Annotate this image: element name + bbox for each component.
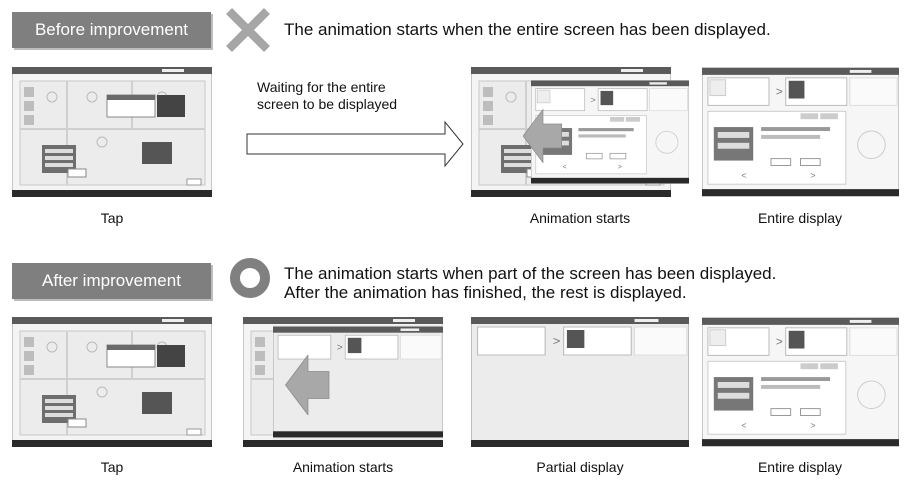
circle-icon xyxy=(229,257,271,299)
before-description: The animation starts when the entire scr… xyxy=(284,20,771,39)
after-partial-screenshot xyxy=(471,317,689,447)
waiting-note: Waiting for the entire screen to be disp… xyxy=(257,79,397,113)
after-animation-screenshot xyxy=(243,317,443,447)
before-tap-screenshot xyxy=(12,67,212,197)
waiting-note-line2: screen to be displayed xyxy=(257,96,398,112)
before-caption-entire: Entire display xyxy=(757,210,843,226)
waiting-note-line1: Waiting for the entire xyxy=(257,79,386,95)
after-improvement-badge: After improvement xyxy=(12,263,211,299)
waiting-arrow xyxy=(245,120,467,173)
after-caption-partial: Partial display xyxy=(536,459,624,475)
cross-icon xyxy=(226,8,270,52)
before-caption-animation: Animation starts xyxy=(529,210,631,226)
after-caption-tap: Tap xyxy=(100,459,124,475)
before-animation-screenshot xyxy=(471,67,689,197)
after-description-line2: After the animation has finished, the re… xyxy=(284,283,687,302)
before-improvement-badge: Before improvement xyxy=(12,12,211,48)
after-description-line1: The animation starts when part of the sc… xyxy=(284,264,777,283)
after-tap-screenshot xyxy=(12,317,212,447)
after-caption-entire: Entire display xyxy=(757,459,843,475)
after-description: The animation starts when part of the sc… xyxy=(284,264,776,302)
after-entire-screenshot xyxy=(702,317,899,447)
before-caption-tap: Tap xyxy=(100,210,124,226)
after-caption-animation: Animation starts xyxy=(292,459,394,475)
before-entire-screenshot xyxy=(702,67,899,197)
